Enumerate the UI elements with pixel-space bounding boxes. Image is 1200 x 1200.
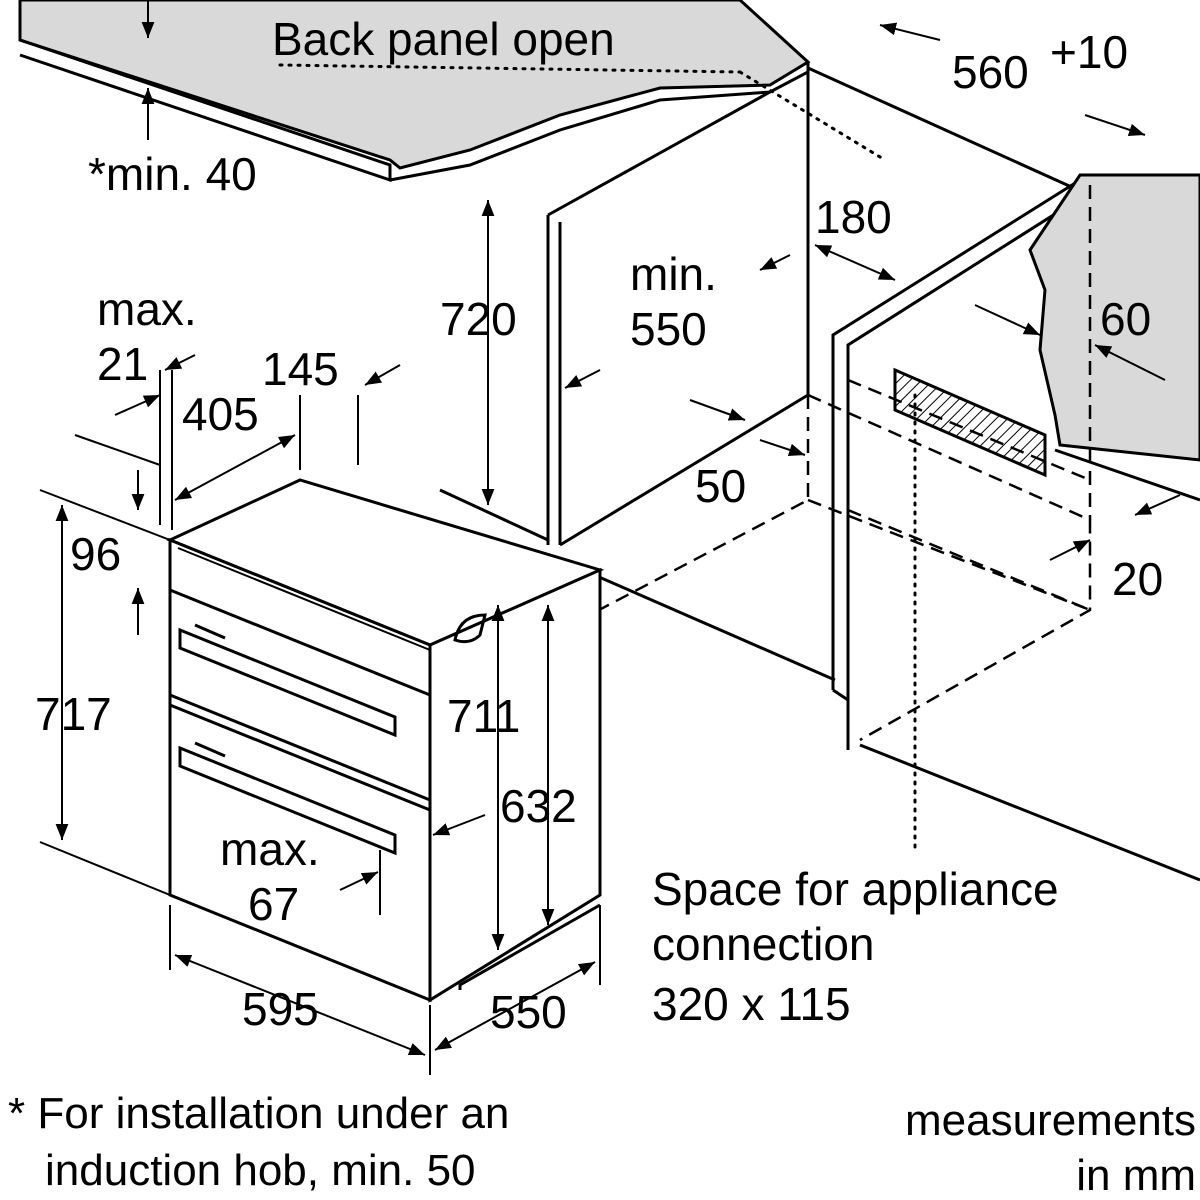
dimension-lines (39, 0, 1181, 1075)
label-niche-width: 560 (952, 46, 1029, 98)
label-632: 632 (500, 780, 577, 832)
label-back-panel-open: Back panel open (272, 13, 615, 65)
label-20: 20 (1112, 553, 1163, 605)
label-space-line2: connection (652, 918, 875, 970)
footnote-line2: induction hob, min. 50 (45, 1146, 476, 1195)
upper-door-handle (178, 623, 397, 738)
label-space-line1: Space for appliance (652, 863, 1059, 915)
dimension-labels: Back panel open 560 +10 *min. 40 180 720… (35, 13, 1163, 1038)
label-niche-width-tolerance: +10 (1050, 26, 1128, 78)
label-max-21-line1: max. (97, 283, 197, 335)
label-717: 717 (35, 688, 112, 740)
label-720: 720 (440, 293, 517, 345)
units-line2: in mm (1076, 1151, 1196, 1200)
label-711: 711 (447, 690, 520, 742)
units-note: measurements in mm (905, 1096, 1196, 1200)
label-595: 595 (242, 983, 319, 1035)
worktop (18, 0, 887, 183)
label-145: 145 (262, 343, 339, 395)
connection-area (893, 367, 1047, 478)
oven (166, 478, 605, 1003)
label-max-21-line2: 21 (97, 338, 148, 390)
label-min-550-line1: min. (630, 248, 717, 300)
label-180: 180 (815, 191, 892, 243)
label-min-550-line2: 550 (630, 303, 707, 355)
lower-door-handle (178, 741, 397, 856)
label-550-depth: 550 (490, 986, 567, 1038)
label-min-40: *min. 40 (88, 148, 257, 200)
label-max-67-line2: 67 (248, 878, 299, 930)
label-60: 60 (1100, 293, 1151, 345)
vent-icon (453, 613, 487, 644)
units-line1: measurements (905, 1096, 1196, 1145)
footnote: * For installation under an induction ho… (8, 1089, 509, 1195)
label-405: 405 (182, 388, 259, 440)
label-space-line3: 320 x 115 (652, 978, 851, 1030)
footnote-line1: * For installation under an (8, 1089, 509, 1138)
label-max-67-line1: max. (220, 823, 320, 875)
label-96: 96 (70, 528, 121, 580)
label-50: 50 (695, 460, 746, 512)
niche-cabinet (439, 66, 1200, 882)
